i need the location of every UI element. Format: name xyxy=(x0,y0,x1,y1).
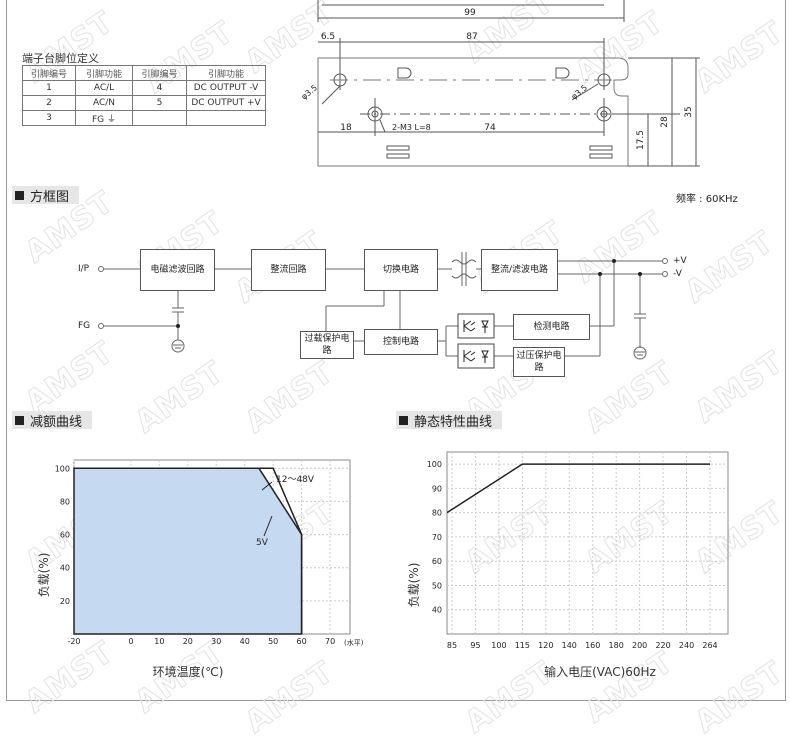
control-block: 控制电路 xyxy=(364,329,438,355)
switching-block: 切换电路 xyxy=(364,249,438,291)
pin-table-header: 引脚编号 引脚功能 引脚编号 引脚功能 xyxy=(22,65,266,81)
derating-x-unit: (水平) xyxy=(344,638,364,647)
emi-filter-block: 电磁滤波回路 xyxy=(140,249,215,291)
derating-x-tick: 30 xyxy=(211,637,221,646)
pin-table-title: 端子台脚位定义 xyxy=(22,52,99,65)
static-title-text: 静态特性曲线 xyxy=(414,414,493,430)
spec-frame xyxy=(6,0,786,701)
section-square-icon xyxy=(15,415,24,425)
static-grid xyxy=(447,452,728,634)
static-x-tick: 115 xyxy=(515,641,530,650)
derating-x-tick: 50 xyxy=(268,637,278,646)
static-ticks: 85 95 100 115 120 140 160 180 200 220 240 264 40 50 60… xyxy=(427,460,718,650)
derating-area-5v xyxy=(73,467,303,635)
static-section-title: 静态特性曲线 xyxy=(396,411,503,430)
derating-title-text: 减额曲线 xyxy=(30,414,83,430)
derating-ylabel: 负载(%) xyxy=(37,553,51,598)
derating-y-tick: 100 xyxy=(55,464,70,473)
derating-x-tick: 0 xyxy=(128,637,133,646)
static-y-tick: 80 xyxy=(432,509,442,518)
block-diagram-section-title: 方框图 xyxy=(12,186,80,205)
leader-12-48v xyxy=(261,481,273,491)
leader-5v xyxy=(263,515,273,537)
rectifier-block: 整流回路 xyxy=(251,249,326,291)
dim-18: 18 xyxy=(340,123,352,133)
static-y-tick: 100 xyxy=(427,460,442,469)
static-plot-frame xyxy=(446,451,729,635)
table-row: 3 FG ⏚ xyxy=(22,110,266,126)
overvoltage-protection-block: 过压保护电路 xyxy=(513,347,565,377)
dim-total: 99 xyxy=(464,8,476,18)
static-x-tick: 100 xyxy=(491,641,506,650)
derating-x-tick: 20 xyxy=(183,637,193,646)
static-x-tick: 85 xyxy=(447,641,457,650)
static-y-tick: 70 xyxy=(432,533,442,542)
static-x-tick: 140 xyxy=(562,641,577,650)
output-negative-label: -V xyxy=(673,269,682,279)
static-x-tick: 95 xyxy=(470,641,480,650)
label-12-48v: 12～48V xyxy=(276,475,315,485)
output-filter-block: 整流/滤波电路 xyxy=(481,249,558,291)
derating-x-tick: 40 xyxy=(240,637,250,646)
derating-x-tick: 10 xyxy=(154,637,164,646)
detection-block: 检测电路 xyxy=(513,314,590,340)
static-x-tick: 240 xyxy=(679,641,694,650)
static-line xyxy=(446,463,710,514)
static-x-tick: 200 xyxy=(632,641,647,650)
dim-width: 87 xyxy=(466,32,477,42)
fg-label: FG xyxy=(78,321,91,331)
static-x-tick: 160 xyxy=(585,641,600,650)
dim-35: 35 xyxy=(684,106,694,117)
dim-17-5: 17.5 xyxy=(636,130,646,150)
overload-protection-block: 过载保护电路 xyxy=(300,331,354,359)
derating-y-tick: 60 xyxy=(60,531,70,540)
derating-x-tick: 60 xyxy=(297,637,307,646)
derating-x-tick: 70 xyxy=(325,637,335,646)
static-y-tick: 50 xyxy=(432,581,442,590)
table-row: 2 AC/N 5 DC OUTPUT +V xyxy=(22,95,266,111)
derating-y-tick: 20 xyxy=(60,597,70,606)
derating-ticks: -20 0 10 20 30 40 50 60 70 20 40 60 80 100 xyxy=(55,464,335,646)
static-xlabel: 输入电压(VAC)60Hz xyxy=(544,664,656,679)
derating-y-tick: 80 xyxy=(60,497,70,506)
pin-cell: 3 xyxy=(22,110,76,126)
static-y-tick: 90 xyxy=(432,484,442,493)
dim-74: 74 xyxy=(484,123,496,133)
dim-28: 28 xyxy=(660,116,670,128)
derating-line-12-48v xyxy=(74,467,303,634)
derating-x-tick: -20 xyxy=(67,637,80,646)
screw-label: 2-M3 L=8 xyxy=(392,123,431,132)
static-y-tick: 40 xyxy=(432,606,442,615)
static-x-tick: 264 xyxy=(702,641,717,650)
pin-table: 引脚编号 引脚功能 引脚编号 引脚功能 1 AC/L 4 DC OUTPUT -… xyxy=(22,65,266,126)
block-diagram-title-text: 方框图 xyxy=(30,189,70,205)
input-label: I/P xyxy=(78,264,90,274)
section-square-icon xyxy=(15,190,24,200)
static-x-tick: 180 xyxy=(609,641,624,650)
derating-y-tick: 40 xyxy=(60,564,70,573)
label-5v: 5V xyxy=(256,538,269,548)
static-y-tick: 60 xyxy=(432,557,442,566)
pin-cell xyxy=(186,110,266,126)
static-x-tick: 120 xyxy=(538,641,553,650)
derating-xlabel: 环境温度(℃) xyxy=(153,664,224,679)
derating-section-title: 减额曲线 xyxy=(12,411,93,430)
output-positive-label: +V xyxy=(673,256,687,266)
table-row: 1 AC/L 4 DC OUTPUT -V xyxy=(22,80,266,96)
dim-offset: 6.5 xyxy=(321,32,335,42)
static-ylabel: 负载(%) xyxy=(407,563,421,608)
section-square-icon xyxy=(399,415,408,425)
static-x-tick: 220 xyxy=(655,641,670,650)
frequency-label: 频率 : 60KHz xyxy=(676,194,738,205)
